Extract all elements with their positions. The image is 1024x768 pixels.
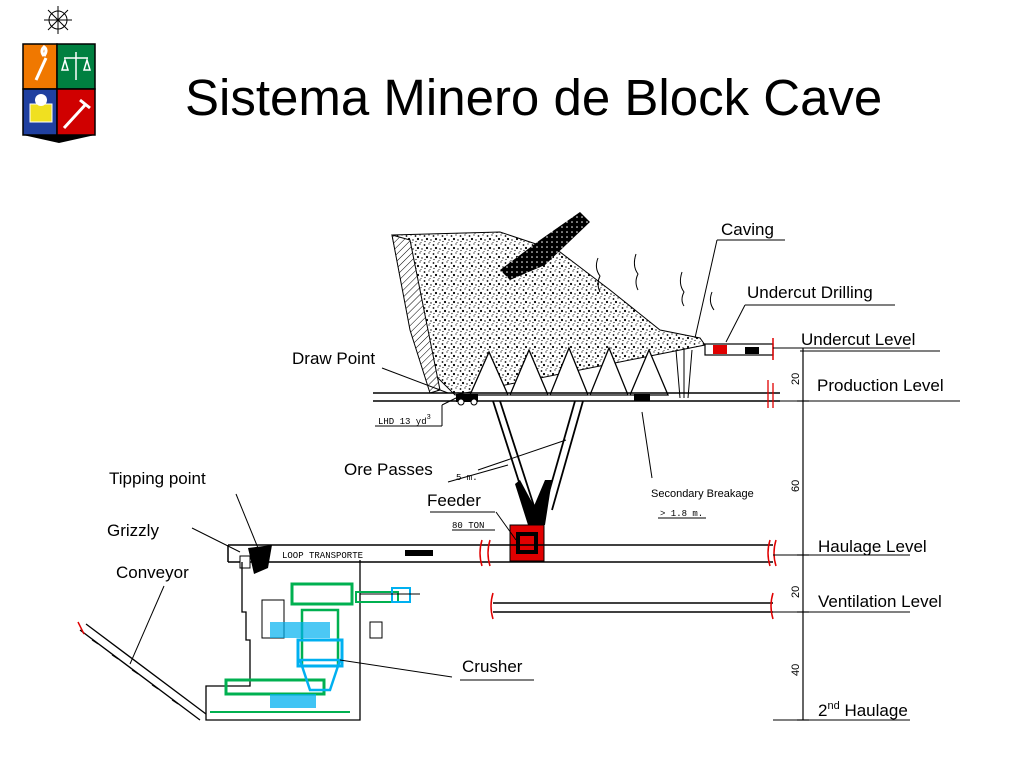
label-undercut-level: Undercut Level [801,330,915,349]
second-haulage-number: 2 [818,701,827,720]
lhd-loader [456,394,478,406]
label-crusher: Crusher [462,657,523,676]
label-second-haulage: 2nd Haulage [818,700,908,720]
label-haulage-level: Haulage Level [818,537,927,556]
book-icon [29,94,53,123]
caved-rock-mass [391,212,715,399]
dimension-40: 40 [790,664,802,676]
conveyor-incline [77,621,207,721]
ore-passes [492,400,584,511]
leader-lines [129,239,960,681]
haul-train [405,550,433,556]
label-production-level: Production Level [817,376,944,395]
haulage-level-drift [227,539,910,567]
cave-front-hatch [391,234,441,394]
label-draw-point: Draw Point [292,349,375,368]
grizzly-screen [191,527,241,553]
star-crest-icon [44,6,72,34]
dimension-60: 60 [790,480,802,492]
dimension-20-top: 20 [790,373,802,385]
tipping-point [239,545,272,574]
label-ore-passes: Ore Passes [344,460,433,479]
logo-quadrant-orange [22,43,58,90]
logo-quadrant-red [56,88,96,136]
label-caving: Caving [721,220,774,239]
hammer-icon [62,98,91,130]
label-undercut-drilling: Undercut Drilling [747,283,873,302]
label-feeder: Feeder [427,491,481,510]
ventilation-level-drift [490,592,910,620]
torch-icon [34,45,48,81]
page-title: Sistema Minero de Block Cave [185,69,883,126]
label-secondary-breakage: Secondary Breakage [651,488,754,500]
ore-pass-fill [515,480,552,525]
cave-back [500,212,590,280]
loop-annotation: LOOP TRANSPORTE [282,551,363,561]
undercut-level-drift [704,338,910,360]
dimension-line [773,348,910,721]
feeder-capacity-annotation: 80 TON [452,521,484,531]
dimension-20-mid: 20 [790,586,802,598]
breakage-size-annotation: > 1.8 m. [660,509,703,519]
crusher-unit [298,658,342,692]
undercut-drill-rig [713,345,727,354]
label-conveyor: Conveyor [116,563,189,582]
crack-lines [595,253,715,311]
scales-icon [60,52,92,80]
second-haulage-superscript: nd [827,700,839,712]
secondary-breaker-unit [634,394,650,401]
undercut-fans [675,348,693,399]
lhd-annotation: LHD 13 yd3 [378,414,431,427]
label-tipping-point: Tipping point [109,469,206,488]
feeder-unit [509,524,545,562]
label-grizzly: Grizzly [107,521,159,540]
crusher-complex [205,560,453,721]
label-ventilation-level: Ventilation Level [818,592,942,611]
draw-cones [469,346,669,396]
university-logo [22,6,96,143]
second-haulage-text: Haulage [840,701,908,720]
pass-size-annotation: 5 m. [456,473,478,483]
